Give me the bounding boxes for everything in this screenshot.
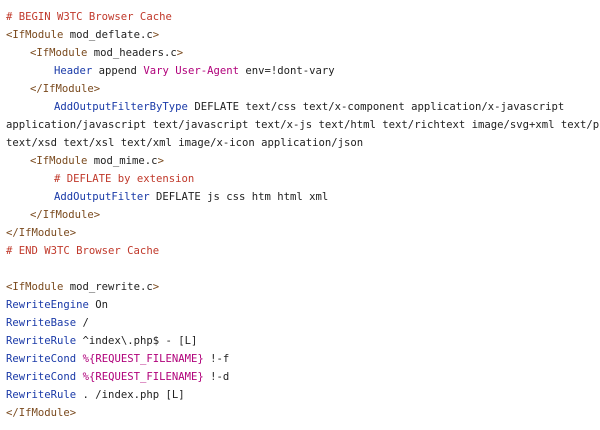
argument: env=!dont-vary	[239, 65, 335, 77]
tag-close: >	[152, 29, 160, 41]
code-line-15	[6, 260, 600, 278]
tag-open: <IfModule	[30, 155, 88, 167]
code-line-23: </IfModule>	[6, 407, 77, 419]
directive: AddOutputFilterByType	[54, 101, 188, 113]
code-line-8: text/xsd text/xsl text/xml image/x-icon …	[6, 137, 364, 149]
code-line-20: RewriteCond %{REQUEST_FILENAME} !-f	[6, 350, 600, 368]
module-name: mod_deflate.c	[63, 29, 153, 41]
code-line-4: Header append Vary User-Agent env=!dont-…	[6, 62, 600, 80]
code-line-9: <IfModule mod_mime.c>	[6, 152, 600, 170]
directive: RewriteRule	[6, 335, 77, 347]
argument: DEFLATE js css htm html xml	[149, 191, 329, 203]
argument: append	[92, 65, 144, 77]
code-line-11: AddOutputFilter DEFLATE js css htm html …	[6, 188, 600, 206]
code-line-16: <IfModule mod_rewrite.c>	[6, 278, 600, 296]
tag-open: <IfModule	[6, 281, 64, 293]
code-line-3: <IfModule mod_headers.c>	[6, 44, 600, 62]
keyword: Vary	[143, 65, 169, 77]
code-line-17: RewriteEngine On	[6, 296, 600, 314]
argument: ^index\.php$ - [L]	[76, 335, 198, 347]
code-line-7: application/javascript text/javascript t…	[6, 119, 600, 131]
argument: . /index.php [L]	[76, 389, 185, 401]
code-line-10: # DEFLATE by extension	[54, 173, 195, 185]
directive: RewriteCond	[6, 353, 77, 365]
keyword: User-Agent	[175, 65, 239, 77]
variable: %{REQUEST_FILENAME}	[82, 353, 204, 365]
code-line-13: </IfModule>	[6, 227, 77, 239]
code-line-5: </IfModule>	[30, 83, 101, 95]
code-line-6: AddOutputFilterByType DEFLATE text/css t…	[6, 98, 600, 116]
directive: AddOutputFilter	[54, 191, 150, 203]
tag-close: >	[176, 47, 184, 59]
module-name: mod_rewrite.c	[63, 281, 153, 293]
argument: !-d	[203, 371, 230, 383]
code-line-14: # END W3TC Browser Cache	[6, 245, 160, 257]
code-line-1: # BEGIN W3TC Browser Cache	[6, 11, 172, 23]
directive: RewriteEngine	[6, 299, 89, 311]
module-name: mod_mime.c	[87, 155, 158, 167]
tag-close: >	[157, 155, 164, 167]
code-line-2: <IfModule mod_deflate.c>	[6, 26, 600, 44]
code-line-12: </IfModule>	[30, 209, 101, 221]
argument: On	[88, 299, 109, 311]
argument: !-f	[203, 353, 230, 365]
code-line-22: RewriteRule . /index.php [L]	[6, 386, 600, 404]
directive: RewriteBase	[6, 317, 77, 329]
tag-close: >	[152, 281, 160, 293]
argument: DEFLATE text/css text/x-component applic…	[187, 101, 565, 113]
directive: RewriteRule	[6, 389, 77, 401]
code-line-21: RewriteCond %{REQUEST_FILENAME} !-d	[6, 368, 600, 386]
code-line-19: RewriteRule ^index\.php$ - [L]	[6, 332, 600, 350]
argument: /	[76, 317, 89, 329]
tag-open: <IfModule	[30, 47, 88, 59]
code-line-18: RewriteBase /	[6, 314, 600, 332]
tag-open: <IfModule	[6, 29, 64, 41]
directive: Header	[54, 65, 93, 77]
module-name: mod_headers.c	[87, 47, 177, 59]
variable: %{REQUEST_FILENAME}	[82, 371, 204, 383]
directive: RewriteCond	[6, 371, 77, 383]
